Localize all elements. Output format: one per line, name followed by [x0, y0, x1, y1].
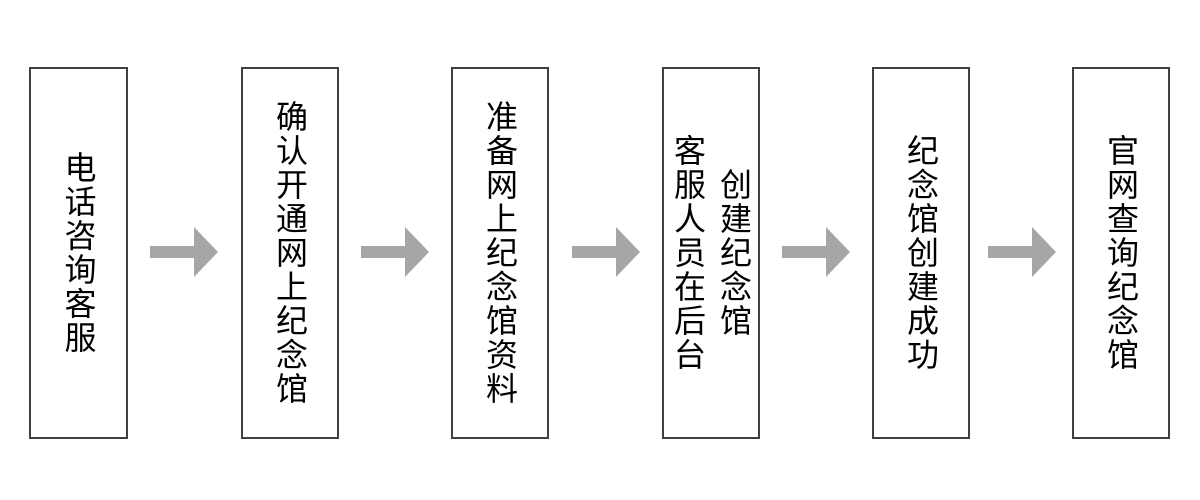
flow-step-label: 准备网上纪念馆资料	[482, 100, 518, 406]
flow-arrow-icon	[361, 227, 429, 277]
flow-step-box-2: 确认开通网上纪念馆	[241, 67, 339, 439]
flow-step-box-1: 电话咨询客服	[29, 67, 128, 439]
flow-step-label: 纪念馆创建成功	[903, 134, 939, 372]
flow-step-box-4: 客服人员在后台 创建纪念馆	[662, 67, 760, 439]
flow-step-box-3: 准备网上纪念馆资料	[451, 67, 549, 439]
flow-step-label: 确认开通网上纪念馆	[272, 100, 308, 406]
flow-step-label: 官网查询纪念馆	[1103, 134, 1139, 372]
flow-arrow-icon	[782, 227, 850, 277]
flow-step-label: 客服人员在后台 创建纪念馆	[670, 134, 752, 372]
flow-step-box-6: 官网查询纪念馆	[1072, 67, 1170, 439]
flow-step-box-5: 纪念馆创建成功	[872, 67, 970, 439]
flow-arrow-icon	[150, 227, 218, 277]
flow-arrow-icon	[572, 227, 640, 277]
flow-arrow-icon	[988, 227, 1056, 277]
flow-step-label: 电话咨询客服	[60, 151, 97, 355]
